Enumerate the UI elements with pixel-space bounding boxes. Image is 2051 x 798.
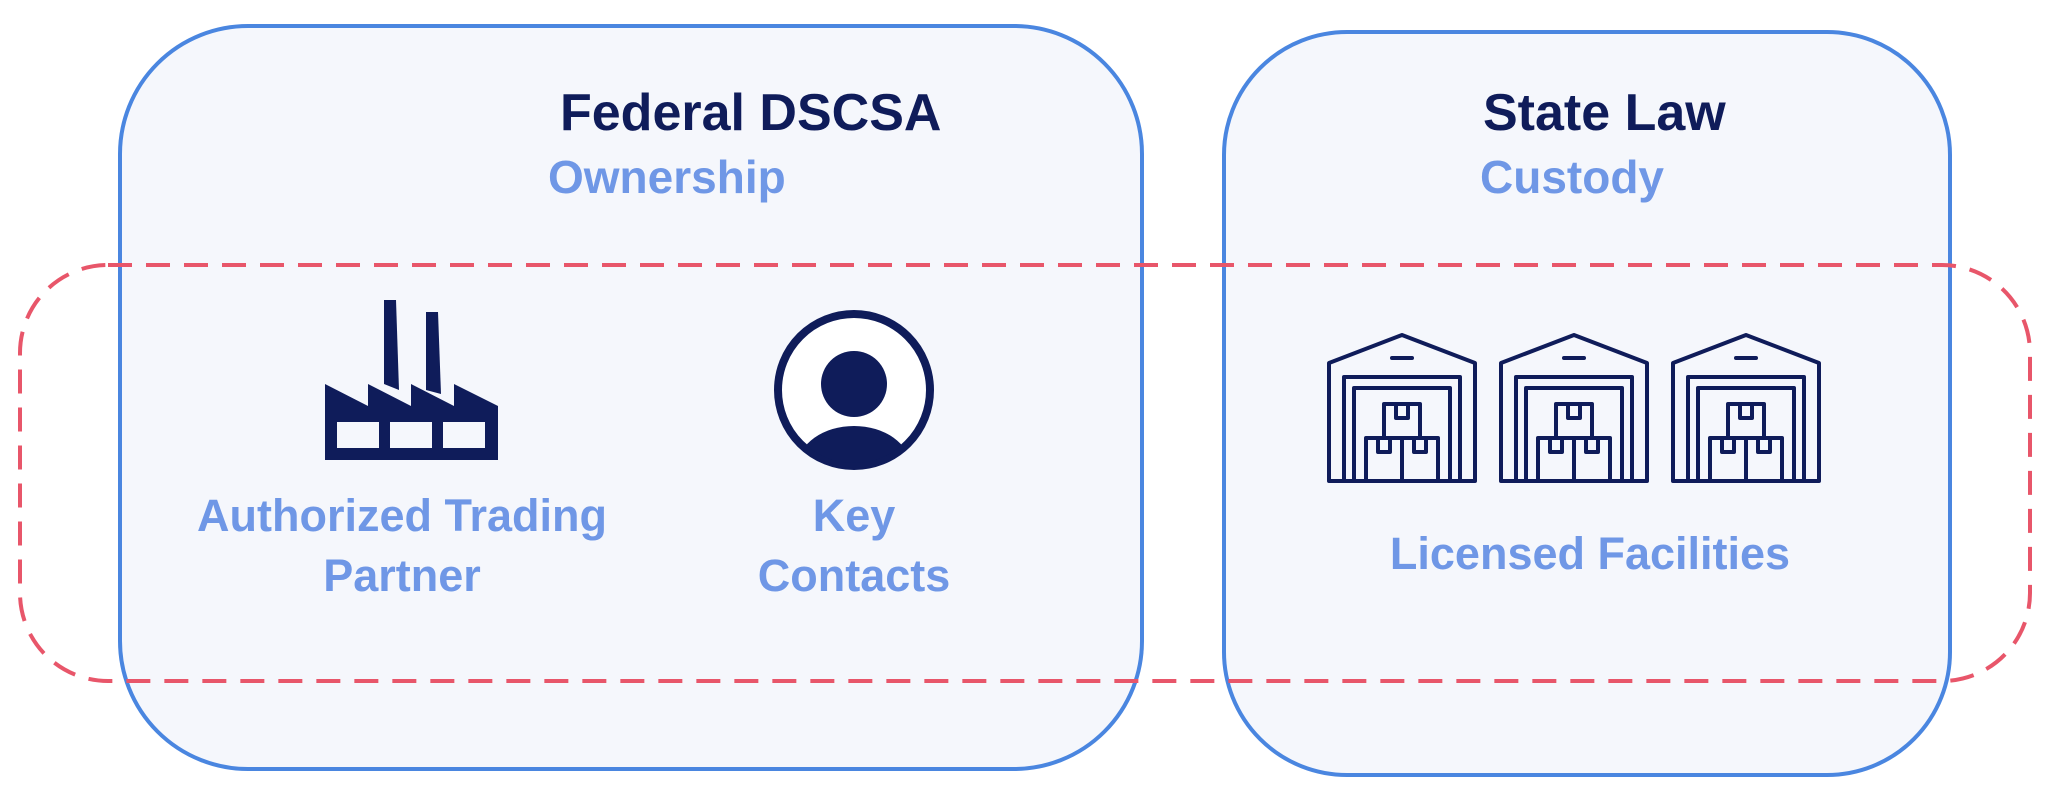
federal-subtitle: Ownership: [548, 151, 786, 203]
label-line: Key: [812, 490, 896, 541]
label-line: Authorized Trading: [197, 490, 607, 541]
warehouse-icon: [1327, 333, 1477, 483]
federal-title: Federal DSCSA: [560, 84, 942, 142]
label-line: Contacts: [757, 550, 951, 601]
licensed-facilities-label: Licensed Facilities: [1389, 528, 1791, 579]
state-title: State Law: [1483, 84, 1726, 142]
factory-icon: [325, 300, 498, 460]
warehouse-icon: [1499, 333, 1649, 483]
key-contacts-label: Key Contacts: [714, 486, 994, 606]
state-subtitle: Custody: [1480, 151, 1664, 203]
user-circle-icon: [774, 310, 934, 470]
label-line: Partner: [323, 550, 481, 601]
warehouse-icon: [1671, 333, 1821, 483]
authorized-trading-partner-label: Authorized Trading Partner: [172, 486, 632, 606]
